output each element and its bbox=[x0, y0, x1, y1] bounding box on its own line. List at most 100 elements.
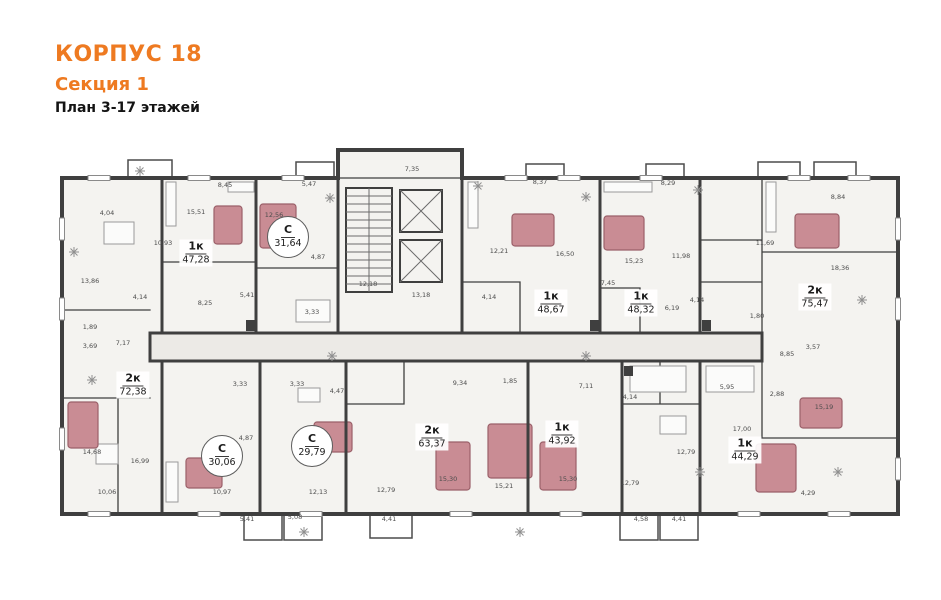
section-title: Секция 1 bbox=[55, 74, 149, 95]
dimension-label: 7,45 bbox=[600, 279, 616, 287]
dimension-label: 12,18 bbox=[358, 280, 378, 288]
apartment-type: 2к bbox=[122, 372, 144, 387]
dimension-label: 16,99 bbox=[130, 457, 150, 465]
dimension-label: 3,69 bbox=[82, 342, 98, 350]
apartment-area: 48,32 bbox=[627, 304, 655, 316]
dimension-label: 4,58 bbox=[633, 515, 649, 523]
apartment-type: 1к bbox=[540, 290, 562, 305]
dimension-label: 17,00 bbox=[732, 425, 752, 433]
dimension-label: 4,41 bbox=[671, 515, 687, 523]
dimension-label: 10,06 bbox=[97, 488, 117, 496]
corridor-walls bbox=[148, 331, 764, 363]
dimension-label: 16,50 bbox=[555, 250, 575, 258]
dimension-label: 11,69 bbox=[755, 239, 775, 247]
dimension-label: 7,11 bbox=[578, 382, 594, 390]
dimension-label: 5,95 bbox=[719, 383, 735, 391]
dimension-label: 3,33 bbox=[304, 308, 320, 316]
dimension-label: 14,68 bbox=[82, 448, 102, 456]
dimension-label: 3,57 bbox=[805, 343, 821, 351]
dimension-label: 1,89 bbox=[82, 323, 98, 331]
dimension-label: 15,51 bbox=[186, 208, 206, 216]
dimension-label: 4,87 bbox=[310, 253, 326, 261]
plan-title: План 3-17 этажей bbox=[55, 100, 200, 116]
apartment-type: С bbox=[280, 224, 296, 239]
apartment-type: С bbox=[214, 443, 230, 458]
stairs bbox=[345, 187, 393, 293]
dimension-label: 4,14 bbox=[689, 296, 705, 304]
dimension-label: 13,86 bbox=[80, 277, 100, 285]
dimension-label: 10,97 bbox=[212, 488, 232, 496]
dimension-label: 7,17 bbox=[115, 339, 131, 347]
dimension-label: 8,85 bbox=[779, 350, 795, 358]
dimension-label: 8,84 bbox=[830, 193, 846, 201]
dimension-label: 8,45 bbox=[217, 181, 233, 189]
dimension-label: 12,56 bbox=[264, 211, 284, 219]
dimension-label: 5,47 bbox=[301, 180, 317, 188]
apartment-area: 31,64 bbox=[274, 238, 302, 250]
dimension-label: 3,33 bbox=[289, 380, 305, 388]
apartment-area: 43,92 bbox=[548, 435, 576, 447]
apartment-type: 2к bbox=[804, 284, 826, 299]
dimension-label: 3,33 bbox=[232, 380, 248, 388]
dimension-label: 2,88 bbox=[769, 390, 785, 398]
dimension-label: 15,30 bbox=[558, 475, 578, 483]
apartment-area: 30,06 bbox=[208, 457, 236, 469]
title-block: КОРПУС 18 Секция 1 План 3-17 этажей bbox=[55, 42, 202, 116]
dimension-label: 7,35 bbox=[404, 165, 420, 173]
apartment-type: 1к bbox=[185, 240, 207, 255]
dimension-label: 10,93 bbox=[153, 239, 173, 247]
dimension-label: 12,79 bbox=[620, 479, 640, 487]
dimension-label: 4,41 bbox=[381, 515, 397, 523]
dimension-label: 12,13 bbox=[308, 488, 328, 496]
apartment-area: 47,28 bbox=[182, 254, 210, 266]
apartment-area: 48,67 bbox=[537, 304, 565, 316]
apartment-area: 75,47 bbox=[801, 298, 829, 310]
dimension-label: 12,21 bbox=[489, 247, 509, 255]
windows bbox=[59, 175, 901, 517]
dimension-label: 5,08 bbox=[287, 513, 303, 521]
apartment-type: 1к bbox=[734, 437, 756, 452]
apartment-type: 1к bbox=[630, 290, 652, 305]
apartment-type: 1к bbox=[551, 421, 573, 436]
dimension-label: 11,98 bbox=[671, 252, 691, 260]
dimension-label: 4,14 bbox=[132, 293, 148, 301]
dimension-label: 4,29 bbox=[800, 489, 816, 497]
dimension-label: 18,36 bbox=[830, 264, 850, 272]
dimension-label: 4,14 bbox=[481, 293, 497, 301]
unit-dividers bbox=[160, 148, 702, 516]
apartment-area: 29,79 bbox=[298, 447, 326, 459]
dimension-label: 12,79 bbox=[376, 486, 396, 494]
apartment-area: 63,37 bbox=[418, 438, 446, 450]
building-outline bbox=[60, 148, 900, 516]
dimension-label: 12,79 bbox=[676, 448, 696, 456]
apartment-area: 72,38 bbox=[119, 386, 147, 398]
dimension-label: 5,41 bbox=[239, 291, 255, 299]
dimension-label: 15,30 bbox=[438, 475, 458, 483]
elevators bbox=[399, 189, 443, 283]
apartment-type: 2к bbox=[421, 424, 443, 439]
dimension-label: 5,41 bbox=[239, 515, 255, 523]
furniture bbox=[95, 181, 777, 503]
plant-icons bbox=[69, 166, 867, 537]
dimension-label: 8,37 bbox=[532, 178, 548, 186]
dimension-label: 13,18 bbox=[411, 291, 431, 299]
apartment-area: 44,29 bbox=[731, 451, 759, 463]
vent-shafts bbox=[246, 320, 711, 376]
dimension-label: 4,87 bbox=[238, 434, 254, 442]
dimension-label: 15,21 bbox=[494, 482, 514, 490]
dimension-label: 1,80 bbox=[749, 312, 765, 320]
dimension-label: 8,25 bbox=[197, 299, 213, 307]
